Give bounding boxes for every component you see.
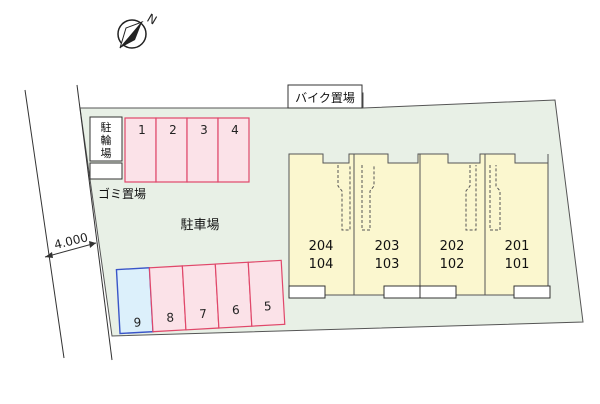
dimension-arrow-left <box>45 252 53 258</box>
unit-lower-number: 103 <box>375 257 400 272</box>
garbage-box <box>89 162 123 180</box>
parking-lot-label: 駐車場 <box>180 218 219 233</box>
balcony <box>513 285 551 299</box>
building-outline <box>288 153 549 296</box>
parking-space[interactable] <box>155 117 188 183</box>
unit-lower-number: 104 <box>309 257 334 272</box>
dimension-arrow-right <box>89 241 96 248</box>
parking-number: 3 <box>200 123 208 137</box>
parking-space[interactable] <box>214 261 253 329</box>
parking-number: 8 <box>166 310 174 324</box>
road-edge-right <box>76 84 113 361</box>
parking-space[interactable] <box>247 259 286 327</box>
parking-number: 5 <box>264 299 272 313</box>
bicycle-parking-char-1: 駐 <box>101 120 112 134</box>
bicycle-parking-char-3: 場 <box>101 147 112 160</box>
parking-top-row: 1 2 3 4 <box>124 117 250 183</box>
parking-space[interactable] <box>186 117 219 183</box>
parking-number: 4 <box>231 123 239 137</box>
balcony <box>383 285 421 299</box>
parking-number: 7 <box>199 307 207 321</box>
balcony <box>288 285 326 299</box>
road-edge-left <box>24 89 65 359</box>
dashed-entry-features <box>337 165 501 231</box>
unit-upper-number: 204 <box>309 239 334 254</box>
unit-upper-number: 201 <box>505 239 530 254</box>
unit-upper-number: 202 <box>440 239 465 254</box>
balcony <box>419 285 457 299</box>
parking-space[interactable] <box>217 117 250 183</box>
parking-number: 2 <box>169 123 177 137</box>
unit-lower-number: 101 <box>505 257 530 272</box>
bike-parking-box <box>287 84 363 109</box>
apartment-building: 204 104 203 103 202 102 201 101 <box>288 153 551 299</box>
garbage-label: ゴミ置場 <box>98 186 146 201</box>
parking-number-highlighted: 9 <box>133 315 141 329</box>
north-compass-icon: N <box>117 11 160 49</box>
road-width-label: 4.000 <box>53 230 90 252</box>
road-width-dimension <box>44 242 97 258</box>
bicycle-parking-char-2: 輪 <box>101 133 112 147</box>
bike-parking-label: バイク置場 <box>295 91 355 105</box>
parking-bottom-row: 9 8 7 6 5 <box>115 259 286 335</box>
bicycle-parking-box <box>89 116 123 162</box>
north-label: N <box>145 11 160 28</box>
unit-lower-number: 102 <box>440 257 465 272</box>
parking-number: 1 <box>138 123 146 137</box>
parking-number: 6 <box>232 303 240 317</box>
unit-upper-number: 203 <box>375 239 400 254</box>
